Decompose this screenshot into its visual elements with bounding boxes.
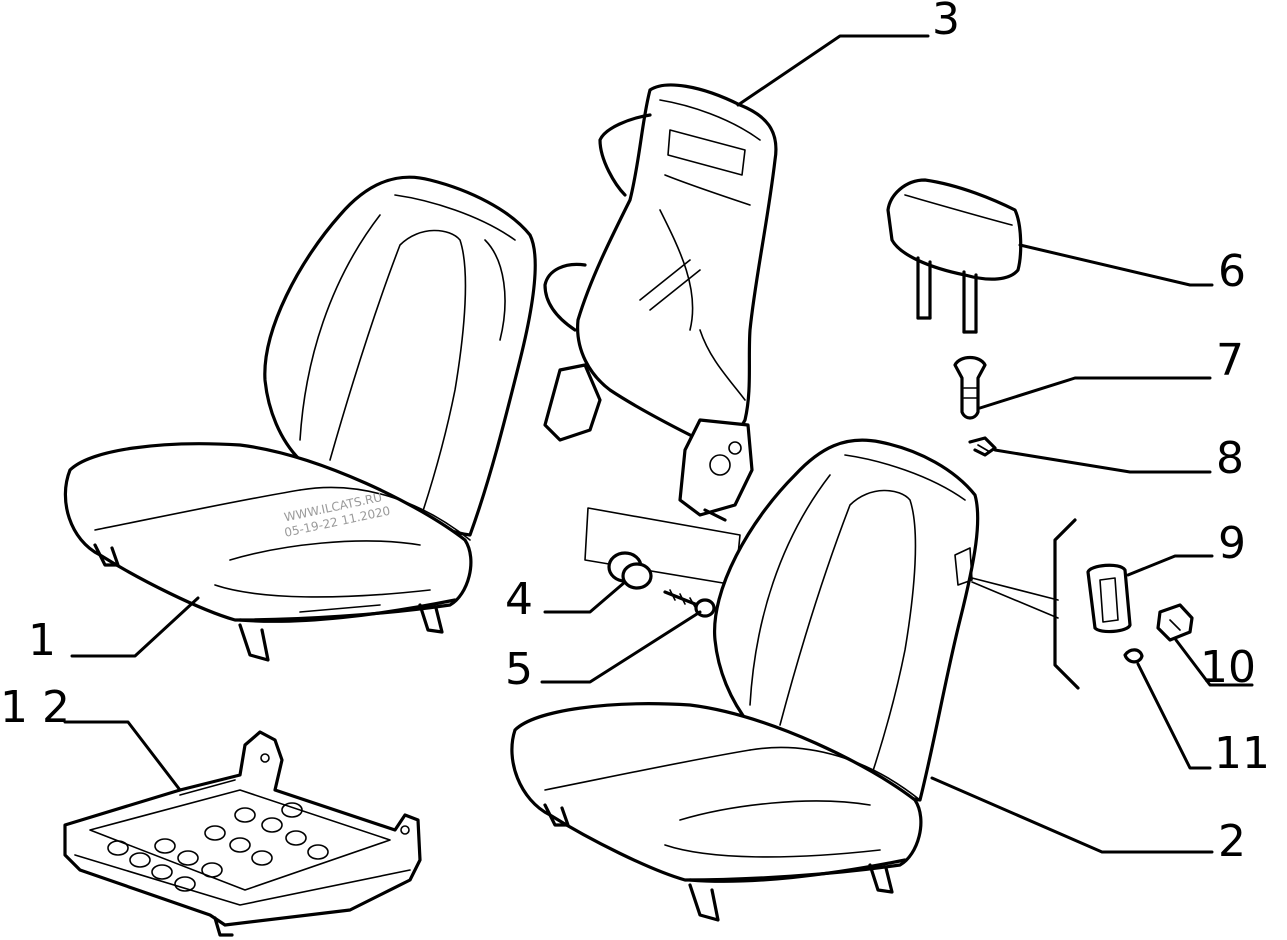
callout-4: 4 <box>505 574 533 625</box>
callout-7: 7 <box>1216 335 1244 386</box>
callout-9: 9 <box>1218 518 1246 569</box>
callout-11: 11 <box>1214 728 1270 779</box>
callout-5: 5 <box>505 644 533 695</box>
bushing-and-bolt <box>584 507 741 618</box>
callout-6: 6 <box>1218 246 1246 297</box>
recliner-knob-parts <box>971 518 1194 690</box>
track-holes <box>107 802 329 892</box>
headrest-guide <box>953 355 987 420</box>
callout-3: 3 <box>932 0 960 45</box>
callout-1: 1 <box>28 615 56 666</box>
callout-8: 8 <box>1216 433 1244 484</box>
seat-right <box>510 438 980 922</box>
callout-2: 2 <box>1218 816 1246 867</box>
spring-clip <box>968 436 997 457</box>
leader-lines <box>63 34 1254 854</box>
headrest <box>886 178 1023 334</box>
seat-track-frame <box>63 730 422 937</box>
callout-12: 1 2 <box>0 682 70 733</box>
seat-frame <box>543 83 778 522</box>
seat-left <box>63 175 537 662</box>
callout-10: 10 <box>1200 642 1256 693</box>
callout-numbers: 3 6 7 8 9 10 11 2 4 5 1 1 2 <box>0 0 1270 867</box>
